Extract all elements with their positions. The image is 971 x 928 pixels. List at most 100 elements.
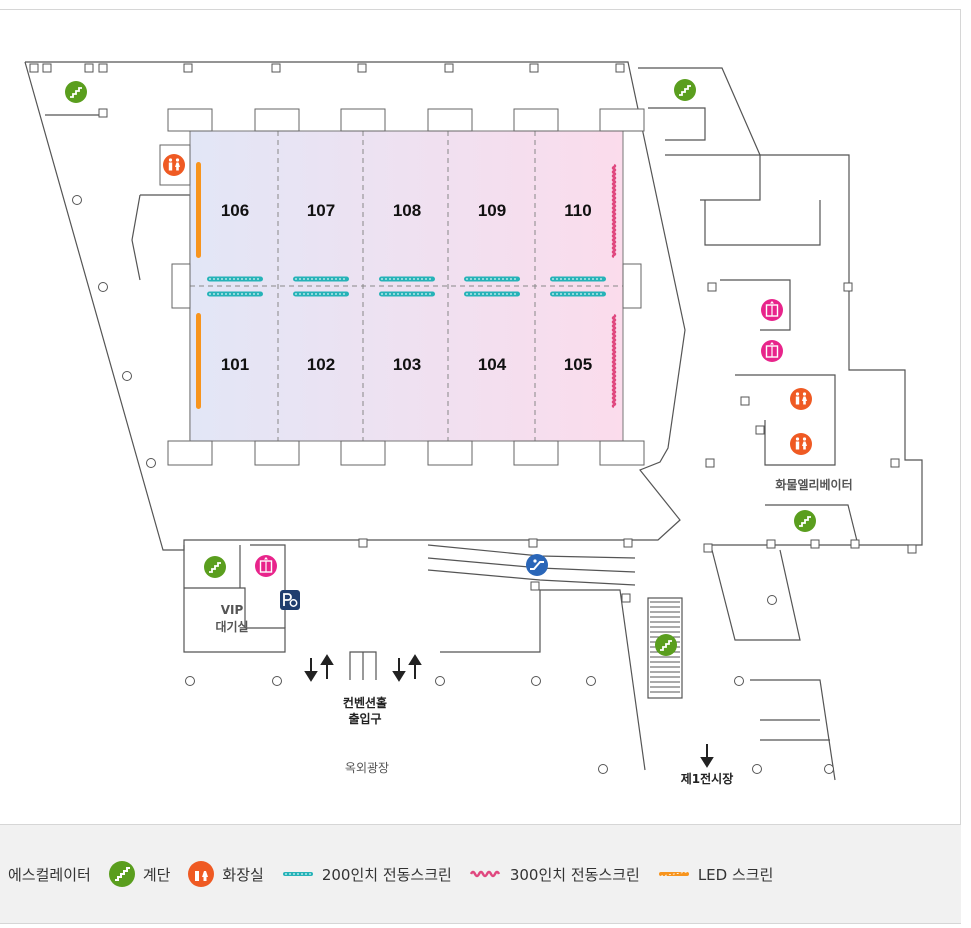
stairs-icon[interactable] xyxy=(204,556,226,578)
east-block-outline xyxy=(638,67,923,546)
pillar xyxy=(98,282,108,292)
column xyxy=(357,63,367,73)
alcove-top xyxy=(513,108,559,132)
southeast-rooms-1 xyxy=(711,549,801,641)
legend-screen300-label: 300인치 전동스크린 xyxy=(509,865,640,884)
column xyxy=(890,458,900,468)
hall-110[interactable]: 110 xyxy=(564,201,591,220)
led-screen-west-top xyxy=(196,162,201,258)
legend-stairs: 계단 xyxy=(108,861,171,887)
restroom-icon[interactable] xyxy=(163,154,185,176)
legend-screen300: 300인치 전동스크린 xyxy=(469,864,640,885)
elevator-icon[interactable] xyxy=(255,555,277,577)
vip-room-wall xyxy=(184,587,246,628)
pillar xyxy=(435,676,445,686)
alcove-east xyxy=(622,263,642,309)
east-inner-5 xyxy=(735,374,836,466)
hall-labels: 106 107 108 109 110 101 102 103 104 105 xyxy=(221,201,592,374)
column xyxy=(615,63,625,73)
column xyxy=(444,63,454,73)
column xyxy=(98,63,108,73)
arrow-up-icon xyxy=(320,654,334,679)
column xyxy=(84,63,94,73)
pillar xyxy=(272,676,282,686)
restroom-icon[interactable] xyxy=(790,388,812,410)
pillar xyxy=(531,676,541,686)
building-outline xyxy=(24,61,923,781)
hall-104[interactable]: 104 xyxy=(478,355,507,374)
plaza-label: 옥외광장 xyxy=(345,761,389,775)
hall-102[interactable]: 102 xyxy=(307,355,335,374)
column xyxy=(528,538,538,548)
screen200-swatch xyxy=(282,872,313,876)
hall1-label: 제1전시장 xyxy=(681,771,734,786)
hall-103[interactable]: 103 xyxy=(393,355,421,374)
alcove-top xyxy=(167,108,213,132)
hall-105[interactable]: 105 xyxy=(564,355,592,374)
alcove-west xyxy=(171,263,191,309)
hall-107[interactable]: 107 xyxy=(307,201,335,220)
escalator-rail-3 xyxy=(427,569,636,586)
frame-border-right xyxy=(960,9,961,824)
column xyxy=(705,458,715,468)
hall-108[interactable]: 108 xyxy=(393,201,421,220)
alcove-top xyxy=(427,108,473,132)
stairs-icon xyxy=(108,861,135,887)
stairs-icon[interactable] xyxy=(794,510,816,532)
alcove-bottom xyxy=(167,440,213,466)
column xyxy=(766,539,776,549)
frame-border-top xyxy=(0,9,961,10)
elevator-icon[interactable] xyxy=(761,299,783,321)
restroom-icon xyxy=(188,861,215,887)
east-inner-2 xyxy=(665,154,761,201)
stairs-icon[interactable] xyxy=(655,634,677,656)
elevator-icon[interactable] xyxy=(761,340,783,362)
legend-escalator-label: 에스컬레이터 xyxy=(8,865,91,884)
column xyxy=(98,108,108,118)
escalator-icon[interactable] xyxy=(526,554,548,576)
facility-icons xyxy=(65,79,816,656)
legend-restroom-label: 화장실 xyxy=(222,865,264,884)
column xyxy=(29,63,39,73)
entrance-label-line2: 출입구 xyxy=(348,711,381,726)
entrance-label-line1: 컨벤션홀 xyxy=(343,695,387,710)
entrance-arrows xyxy=(304,654,714,768)
column xyxy=(621,593,631,603)
pillar xyxy=(824,764,834,774)
pillar xyxy=(598,764,608,774)
motorized-screens xyxy=(196,162,617,409)
pillar xyxy=(185,676,195,686)
legend-led: LED 스크린 xyxy=(658,864,774,885)
screen300-swatch xyxy=(469,870,500,878)
pillar xyxy=(122,371,132,381)
restroom-icon[interactable] xyxy=(790,433,812,455)
legend-stairs-label: 계단 xyxy=(142,865,171,884)
hall-101[interactable]: 101 xyxy=(221,355,249,374)
column xyxy=(907,544,917,554)
columns xyxy=(29,63,917,774)
accessible-parking-icon[interactable] xyxy=(280,590,300,610)
alcove-bottom xyxy=(513,440,559,466)
west-corridor-wall xyxy=(140,194,191,440)
column xyxy=(810,539,820,549)
arrow-down-icon xyxy=(304,658,318,682)
column xyxy=(843,282,853,292)
pillar xyxy=(752,764,762,774)
legend-led-label: LED 스크린 xyxy=(697,865,774,884)
hall-106[interactable]: 106 xyxy=(221,201,249,220)
southeast-rooms-2 xyxy=(750,679,836,781)
floor-plan: 106 107 108 109 110 101 102 103 104 105 … xyxy=(24,61,923,786)
screen300-east-bottom xyxy=(611,313,617,409)
hall-109[interactable]: 109 xyxy=(478,201,506,220)
led-swatch xyxy=(658,871,689,877)
stairs-icon[interactable] xyxy=(674,79,696,101)
pillar xyxy=(767,595,777,605)
alcove-bottom xyxy=(427,440,473,466)
alcove-top xyxy=(254,108,300,132)
alcove-bottom xyxy=(599,440,645,466)
column xyxy=(707,282,717,292)
stairs-icon[interactable] xyxy=(65,81,87,103)
legend-screen200-label: 200인치 전동스크린 xyxy=(321,865,452,884)
alcove-top xyxy=(599,108,645,132)
led-screen-west-bottom xyxy=(196,313,201,409)
